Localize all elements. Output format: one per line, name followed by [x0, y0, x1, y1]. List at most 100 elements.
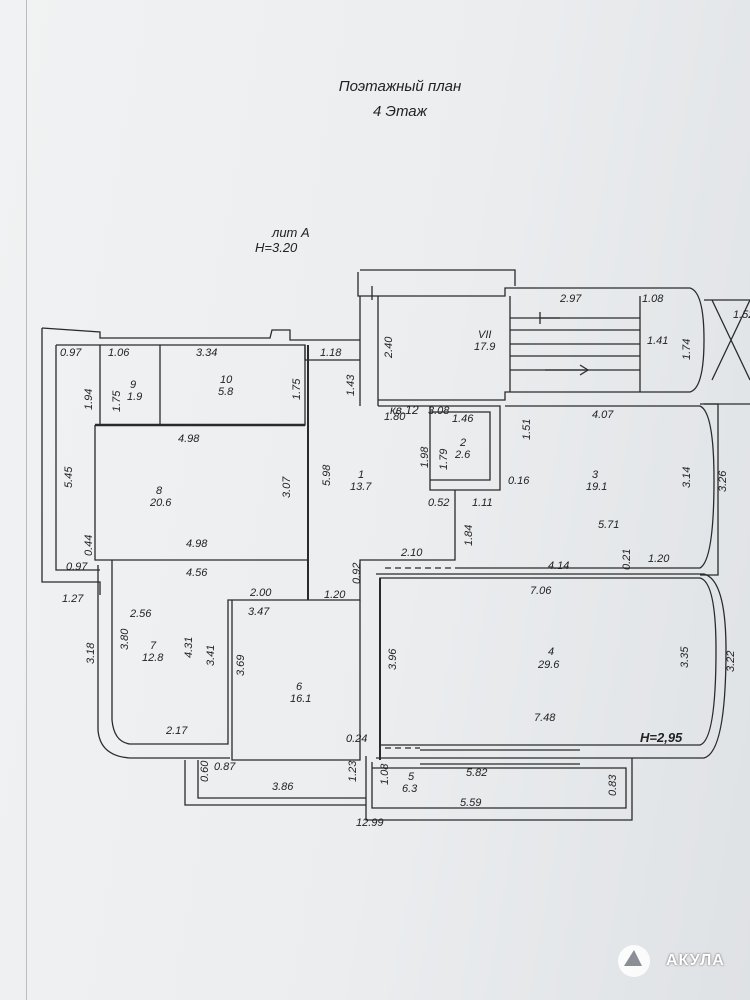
plan-title: Поэтажный план: [338, 78, 462, 95]
walls: [41, 269, 750, 821]
dimension-label: 1.43: [345, 374, 357, 396]
room-area: 13.7: [350, 481, 372, 493]
room-area: 1.9: [127, 391, 142, 403]
dimension-label: 4.98: [178, 433, 200, 445]
ceiling-height-label: H=3.20: [255, 240, 298, 255]
dimension-label: 1.18: [320, 347, 342, 359]
dimension-label: 3.47: [248, 606, 270, 618]
watermark-brand: АКУЛА: [666, 952, 725, 969]
dimension-label: 3.18: [85, 642, 97, 664]
dimension-label: 0.97: [60, 347, 82, 359]
dimension-label: 5.45: [63, 466, 75, 488]
dimension-label: 7.48: [534, 712, 556, 724]
building-lit-label: лит А: [271, 225, 310, 240]
room-area: 20.6: [149, 497, 172, 509]
room-number: 2: [459, 437, 466, 449]
dimension-label: 1.84: [463, 525, 475, 546]
dimension-label: 3.34: [196, 347, 217, 359]
dimension-labels: 2.97 1.08 1.52 2.40 1.41 1.74 3.08 0.97 1.06 3.34…: [60, 293, 750, 829]
dimension-label: 1.75: [291, 378, 303, 400]
dimension-label: 5.59: [460, 797, 481, 809]
dimension-label: 1.41: [647, 335, 668, 347]
dimension-label: 3.96: [387, 648, 399, 670]
dimension-label: 4.98: [186, 538, 208, 550]
room-labels: 1 13.7 2 2.6 3 19.1 4 29.6 5 6.3 6 16.1 …: [127, 329, 607, 795]
dimension-label: 5.98: [321, 464, 333, 486]
dimension-label: 7.06: [530, 585, 552, 597]
room-number: 5: [408, 771, 415, 783]
dimension-label: 0.83: [607, 774, 619, 796]
dimension-label: 0.87: [214, 761, 236, 773]
dimension-label: 0.52: [428, 497, 449, 509]
dimension-label: 1.75: [111, 390, 123, 412]
dimension-label: 1.27: [62, 593, 84, 605]
dimension-label: 0.44: [83, 535, 95, 556]
room-area: 2.6: [454, 449, 471, 461]
dimension-label: 4.14: [548, 560, 569, 572]
dimension-label: 1.23: [347, 760, 359, 782]
dimension-label: 3.26: [717, 470, 729, 492]
dimension-label: 1.08: [379, 763, 391, 785]
dimension-label: 0.16: [508, 475, 530, 487]
dimension-label: 3.08: [428, 405, 450, 417]
dimension-label: 0.97: [66, 561, 88, 573]
dimension-label: 3.14: [681, 467, 693, 488]
dimension-label: 1.11: [472, 497, 493, 509]
dimension-label: 2.10: [400, 547, 423, 559]
room-area: 5.8: [218, 386, 234, 398]
room-number: 7: [150, 640, 157, 652]
dimension-label: 12.99: [356, 817, 384, 829]
dimension-label: 3.35: [679, 646, 691, 668]
dimension-label: 1.74: [681, 339, 693, 360]
dimension-label: 3.22: [725, 651, 737, 672]
dimension-label: 1.79: [438, 449, 450, 470]
dimension-label: 1.52: [733, 309, 750, 321]
room-number: 10: [220, 374, 233, 386]
dimension-label: 0.92: [351, 563, 363, 584]
dimension-label: 1.20: [324, 589, 346, 601]
room-area: 19.1: [586, 481, 607, 493]
dimension-label: 2.17: [165, 725, 188, 737]
room-area: 17.9: [474, 341, 495, 353]
dimension-label: 5.71: [598, 519, 619, 531]
page-margin-line: [26, 0, 27, 1000]
dimension-label: 4.56: [186, 567, 208, 579]
dimension-label: 3.07: [281, 476, 293, 498]
room-number: 3: [592, 469, 599, 481]
watermark-logo: [618, 945, 650, 977]
room-area: 6.3: [402, 783, 418, 795]
room-area: 12.8: [142, 652, 164, 664]
floor-title: 4 Этаж: [373, 103, 427, 120]
dimension-label: 4.07: [592, 409, 614, 421]
dimension-label: 1.46: [452, 413, 474, 425]
room-number: 8: [156, 485, 163, 497]
dimension-label: 5.82: [466, 767, 487, 779]
dimension-label: 4.31: [183, 637, 195, 658]
room-area: 16.1: [290, 693, 311, 705]
dimension-label: 1.80: [384, 411, 406, 423]
dimension-label: 1.06: [108, 347, 130, 359]
shark-fin: [624, 950, 642, 966]
room-area: 29.6: [537, 659, 560, 671]
room-number: 6: [296, 681, 303, 693]
dimension-label: 0.24: [346, 733, 367, 745]
dimension-label: 3.41: [205, 645, 217, 666]
dimension-label: 1.98: [419, 446, 431, 468]
dimension-label: 0.21: [621, 549, 633, 570]
room-number: 4: [548, 646, 554, 658]
ceiling-note: H=2,95: [640, 730, 683, 745]
room-number: VII: [478, 329, 491, 341]
dimension-label: 3.80: [119, 628, 131, 650]
dimension-label: 2.40: [383, 336, 395, 359]
dimension-label: 2.00: [249, 587, 272, 599]
dimension-label: 0.60: [199, 760, 211, 782]
dimension-label: 1.08: [642, 293, 664, 305]
dimension-label: 2.97: [559, 293, 582, 305]
room-number: 1: [358, 469, 364, 481]
dimension-label: 3.69: [235, 655, 247, 676]
dimension-label: 1.20: [648, 553, 670, 565]
dimension-label: 2.56: [129, 608, 152, 620]
dimension-label: 1.51: [521, 419, 533, 440]
